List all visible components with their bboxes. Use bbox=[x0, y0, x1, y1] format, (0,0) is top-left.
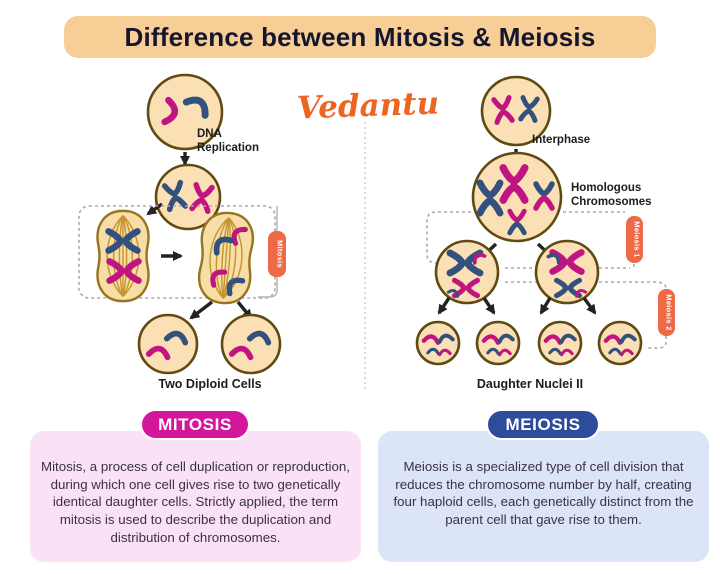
arrow-to-daughter1 bbox=[189, 300, 214, 320]
mitosis-badge: MITOSIS bbox=[140, 409, 250, 440]
arrow-daughter-2 bbox=[482, 297, 496, 315]
svg-text:Mitosis: Mitosis bbox=[276, 240, 285, 268]
diploid-cell-1 bbox=[137, 313, 199, 375]
arrow-daughter-3 bbox=[539, 297, 552, 315]
mitosis-anaphase-cell bbox=[196, 210, 256, 306]
arrow-daughter-4 bbox=[582, 296, 597, 315]
meiosis2-tag-hook bbox=[645, 336, 667, 349]
arrow-daughter-1 bbox=[437, 297, 451, 315]
meiosis1-bracket-left bbox=[426, 211, 471, 266]
dna-replication-label: DNA bbox=[197, 128, 222, 140]
svg-text:Meiosis 1: Meiosis 1 bbox=[633, 221, 642, 257]
vedantu-logo: Vedantu bbox=[296, 85, 440, 127]
homologous-label: Homologous bbox=[571, 182, 641, 194]
daughter-nuclei-label: Daughter Nuclei II bbox=[477, 377, 583, 391]
interphase-label: Interphase bbox=[532, 134, 590, 146]
daughter-nucleus-2 bbox=[475, 320, 521, 366]
meiosis1-cell-left bbox=[434, 239, 500, 305]
meiosis1-cell-right bbox=[534, 239, 600, 305]
meiosis1-phase-tag: Meiosis 1 bbox=[626, 216, 643, 263]
meiosis-description-text: Meiosis is a specialized type of cell di… bbox=[393, 459, 694, 528]
mitosis-metaphase-cell bbox=[96, 209, 150, 303]
mitosis-description-box: Mitosis, a process of cell duplication o… bbox=[30, 431, 361, 562]
mitosis-phase-tag: Mitosis bbox=[268, 231, 286, 277]
meiosis2-guide-d bbox=[599, 281, 667, 290]
meiosis2-phase-tag: Meiosis 2 bbox=[658, 289, 675, 336]
two-diploid-cells-label: Two Diploid Cells bbox=[158, 377, 261, 391]
diploid-cell-2 bbox=[220, 313, 282, 375]
mitosis-tag-connector bbox=[258, 206, 278, 298]
homologous-label2: Chromosomes bbox=[571, 196, 652, 208]
daughter-nucleus-3 bbox=[537, 320, 583, 366]
daughter-nucleus-1 bbox=[415, 320, 461, 366]
mitosis-replicated-cell bbox=[154, 163, 222, 231]
meiosis-parent-cell bbox=[480, 75, 552, 147]
svg-text:Meiosis 2: Meiosis 2 bbox=[665, 294, 674, 330]
daughter-nucleus-4 bbox=[597, 320, 643, 366]
meiosis-description-box: Meiosis is a specialized type of cell di… bbox=[378, 431, 709, 562]
title-banner: Difference between Mitosis & Meiosis bbox=[64, 16, 656, 58]
arrow-to-metaphase bbox=[146, 202, 163, 216]
mitosis-parent-cell bbox=[146, 73, 224, 151]
page-title: Difference between Mitosis & Meiosis bbox=[124, 21, 596, 52]
mitosis-description-text: Mitosis, a process of cell duplication o… bbox=[41, 459, 350, 545]
dna-replication-label2: Replication bbox=[197, 142, 259, 154]
mitosis-phase-box bbox=[78, 205, 276, 299]
meiosis-badge: MEIOSIS bbox=[486, 409, 600, 440]
homologous-chromosomes-cell bbox=[471, 151, 563, 243]
